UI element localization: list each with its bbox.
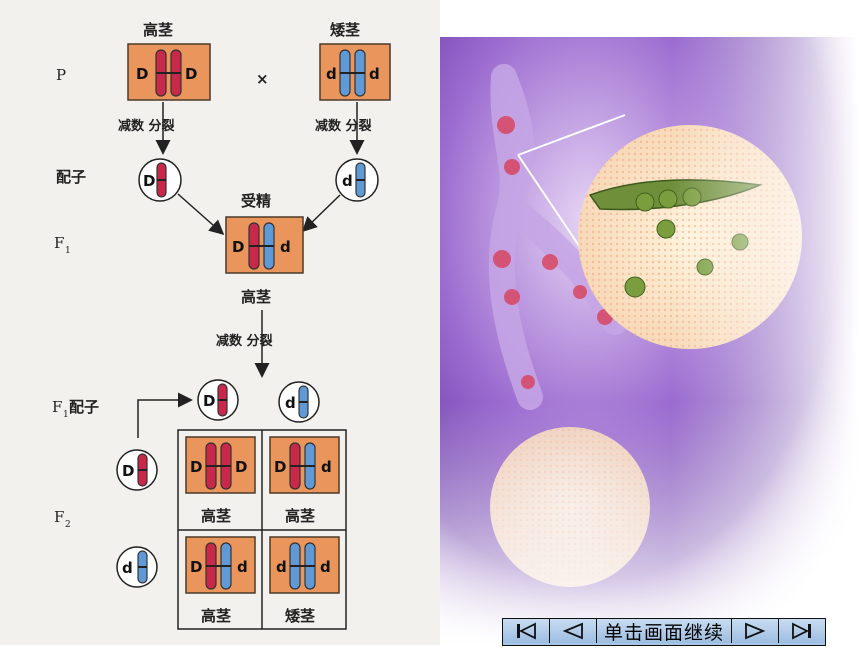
genetic-cross-diagram: P 配子 F 1 F 1 配子 F 2 高茎 D D × 矮茎 d d 减数 分…	[0, 0, 440, 645]
svg-text:D: D	[185, 65, 197, 83]
svg-text:d: d	[342, 172, 353, 190]
svg-text:D: D	[122, 462, 134, 480]
prev-icon	[562, 622, 583, 640]
label-f1-gamete: 配子	[69, 398, 99, 416]
label-gamete: 配子	[56, 168, 86, 186]
svg-text:D: D	[203, 392, 215, 410]
label-p: P	[56, 66, 66, 84]
svg-text:d: d	[237, 558, 248, 576]
svg-text:D: D	[235, 458, 247, 476]
f2-row-gamete-d-recessive: d	[116, 546, 158, 588]
first-icon	[517, 622, 536, 640]
last-icon	[792, 622, 812, 640]
label-f1-sub: 1	[65, 246, 71, 256]
fertilization-label: 受精	[241, 192, 271, 210]
f1-tall-label: 高茎	[241, 288, 271, 306]
f1-gamete-d-dominant: D	[197, 379, 239, 421]
svg-text:高茎: 高茎	[201, 507, 231, 525]
label-f1-gamete-f: F	[52, 398, 62, 416]
svg-text:d: d	[326, 65, 337, 83]
p-dwarf-label: 矮茎	[330, 21, 360, 39]
f1-gamete-d-recessive: d	[278, 381, 320, 423]
slide-navigation-bar: 单击画面继续	[502, 618, 827, 646]
svg-text:d: d	[276, 558, 287, 576]
meiosis-label-left: 减数 分裂	[118, 118, 176, 134]
last-slide-button[interactable]	[779, 619, 826, 643]
svg-text:高茎: 高茎	[285, 507, 315, 525]
p-tall-chromosome-box: D D	[127, 43, 211, 101]
svg-text:D: D	[274, 458, 286, 476]
punnett-square: D D 高茎 D d 高茎 D d 高茎	[177, 429, 347, 630]
meiosis-label-right: 减数 分裂	[315, 118, 373, 134]
svg-text:D: D	[136, 65, 148, 83]
f2-row-gamete-d-dominant: D	[116, 449, 158, 491]
chromosome-pea-illustration	[440, 37, 860, 645]
f1-chromosome-box: D d	[225, 216, 304, 274]
svg-text:d: d	[321, 458, 332, 476]
punnett-cell-dd-hetero-2: D d 高茎	[185, 536, 256, 625]
continue-label[interactable]: 单击画面继续	[597, 619, 733, 644]
p-tall-label: 高茎	[143, 21, 173, 39]
next-icon	[745, 622, 766, 640]
svg-text:D: D	[190, 458, 202, 476]
label-f1: F	[54, 234, 64, 252]
svg-text:d: d	[122, 559, 133, 577]
gamete-d-dominant: D	[138, 158, 182, 202]
punnett-cell-dd-recessive: d d 矮茎	[269, 536, 340, 625]
label-f2: F	[54, 508, 64, 526]
svg-text:高茎: 高茎	[201, 607, 231, 625]
svg-text:D: D	[143, 172, 155, 190]
svg-text:d: d	[280, 238, 291, 256]
svg-text:矮茎: 矮茎	[285, 607, 315, 625]
meiosis-label-f1: 减数 分裂	[216, 333, 274, 349]
cross-symbol: ×	[256, 70, 269, 88]
first-slide-button[interactable]	[503, 619, 550, 643]
punnett-cell-dd-hetero-1: D d 高茎	[269, 436, 340, 525]
previous-slide-button[interactable]	[550, 619, 597, 643]
svg-text:d: d	[320, 558, 331, 576]
svg-text:d: d	[285, 394, 296, 412]
svg-text:d: d	[369, 65, 380, 83]
gamete-d-recessive: d	[335, 158, 379, 202]
label-f2-sub: 2	[65, 520, 71, 530]
p-dwarf-chromosome-box: d d	[319, 43, 391, 101]
svg-text:D: D	[190, 558, 202, 576]
next-slide-button[interactable]	[732, 619, 780, 643]
punnett-cell-dd-dominant: D D 高茎	[185, 436, 256, 525]
label-f1-gamete-sub: 1	[63, 410, 69, 420]
svg-text:D: D	[232, 238, 244, 256]
